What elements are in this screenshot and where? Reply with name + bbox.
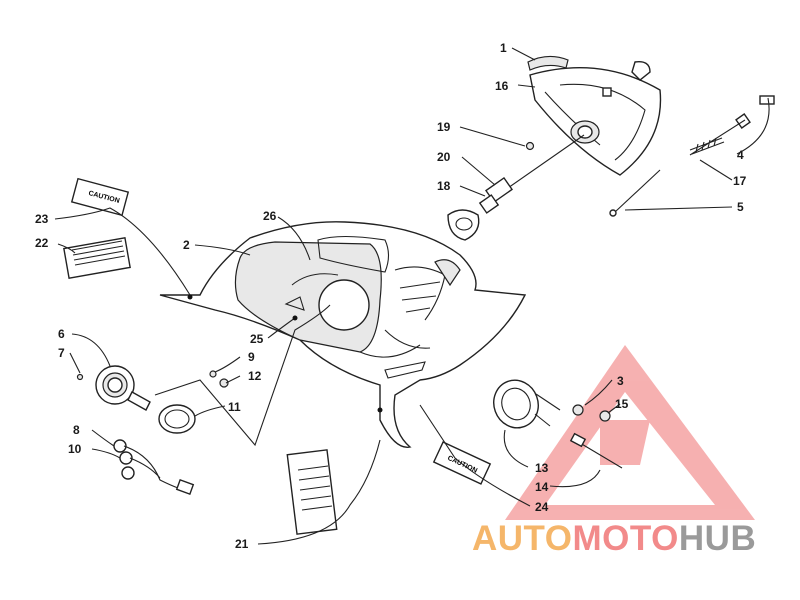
callout-labels: 1 16 19 20 18 4 17 5 23 22 26 2 25 6 7 9… xyxy=(35,41,747,551)
console-hood xyxy=(159,221,527,448)
caution-decal-23: CAUTION xyxy=(70,177,130,217)
callout-11: 11 xyxy=(228,400,241,414)
svg-text:AUTOMOTOHUB: AUTOMOTOHUB xyxy=(472,519,756,558)
callout-26: 26 xyxy=(263,209,277,223)
speedometer-assembly xyxy=(493,379,623,469)
watermark-hub: HUB xyxy=(679,519,756,558)
callout-7: 7 xyxy=(58,346,65,360)
callout-15: 15 xyxy=(615,397,629,411)
watermark-logo xyxy=(505,345,755,520)
callout-14: 14 xyxy=(535,480,549,494)
callout-3: 3 xyxy=(617,374,624,388)
callout-17: 17 xyxy=(733,174,747,188)
warning-decal-22 xyxy=(63,237,131,279)
callout-21: 21 xyxy=(235,537,249,551)
adjuster-assembly xyxy=(609,95,775,217)
callout-6: 6 xyxy=(58,327,65,341)
callout-20: 20 xyxy=(437,150,451,164)
callout-5: 5 xyxy=(737,200,744,214)
callout-18: 18 xyxy=(437,179,451,193)
callout-22: 22 xyxy=(35,236,49,250)
watermark-auto: AUTO xyxy=(472,519,573,558)
callout-4: 4 xyxy=(737,148,744,162)
headlight-bracket-part-1 xyxy=(527,55,569,71)
callout-9: 9 xyxy=(248,350,255,364)
headlight-housing xyxy=(529,61,662,176)
callout-8: 8 xyxy=(73,423,80,437)
watermark-wordmark: AUTOMOTOHUB xyxy=(472,519,756,558)
callout-12: 12 xyxy=(248,369,262,383)
callout-13: 13 xyxy=(535,461,549,475)
callout-25: 25 xyxy=(250,332,264,346)
callout-19: 19 xyxy=(437,120,451,134)
leader-lines xyxy=(54,47,770,545)
callout-24: 24 xyxy=(535,500,549,514)
bulb-harness xyxy=(113,439,195,495)
callout-1: 1 xyxy=(500,41,507,55)
watermark-moto: MOTO xyxy=(573,519,679,558)
bulb-socket-assembly xyxy=(447,134,585,241)
callout-10: 10 xyxy=(68,442,82,456)
gauge-assembly xyxy=(76,365,229,434)
callout-2: 2 xyxy=(183,238,190,252)
watermark-triangle-mark xyxy=(600,420,650,465)
callout-16: 16 xyxy=(495,79,509,93)
callout-23: 23 xyxy=(35,212,49,226)
warning-decal-21 xyxy=(286,449,338,535)
